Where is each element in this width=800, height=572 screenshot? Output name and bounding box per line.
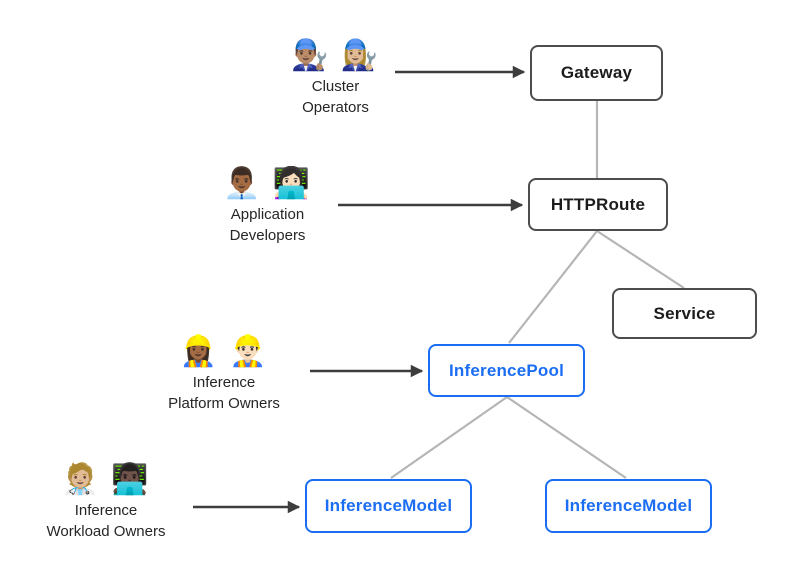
node-inferencepool: InferencePool bbox=[428, 344, 585, 397]
persona-label-line1: Inference bbox=[74, 502, 138, 519]
edge-inferencepool-inferencemodel-2 bbox=[506, 396, 627, 479]
edge-inferencepool-inferencemodel-1 bbox=[390, 396, 508, 479]
persona-inference-workload-owners: 🧑🏼‍⚕️ 👨🏿‍💻 Inference Workload Owners bbox=[22, 462, 190, 542]
node-service: Service bbox=[612, 288, 757, 339]
node-httproute-label: HTTPRoute bbox=[550, 194, 646, 214]
persona-inference-platform-owners: 👷🏾‍♀️ 👷🏻‍♂️ Inference Platform Owners bbox=[140, 334, 308, 414]
persona-label-line2: Developers bbox=[229, 226, 306, 244]
persona-label: Inference Workload Owners bbox=[22, 501, 190, 542]
persona-label-line2: Workload Owners bbox=[46, 522, 166, 540]
application-developers-emoji-icon: 👨🏾‍💼 👩🏻‍💻 bbox=[222, 167, 313, 200]
cluster-operators-emoji-icon: 👨🏽‍🔧 👩🏼‍🔧 bbox=[290, 39, 381, 72]
node-inferencemodel-1-label: InferenceModel bbox=[324, 496, 453, 515]
node-gateway: Gateway bbox=[530, 45, 663, 101]
edge-httproute-service bbox=[596, 230, 685, 289]
persona-label-line2: Operators bbox=[302, 98, 369, 116]
inference-workload-owners-emoji-icon: 🧑🏼‍⚕️ 👨🏿‍💻 bbox=[61, 463, 151, 496]
node-gateway-label: Gateway bbox=[560, 63, 633, 82]
persona-application-developers: 👨🏾‍💼 👩🏻‍💻 Application Developers bbox=[185, 166, 350, 246]
persona-label-line2: Platform Owners bbox=[168, 394, 280, 412]
persona-cluster-operators: 👨🏽‍🔧 👩🏼‍🔧 Cluster Operators bbox=[253, 38, 418, 118]
node-inferencemodel-2-label: InferenceModel bbox=[564, 496, 693, 515]
persona-label: Inference Platform Owners bbox=[140, 373, 308, 414]
persona-label-line1: Application bbox=[230, 206, 305, 223]
inference-platform-owners-emoji-icon: 👷🏾‍♀️ 👷🏻‍♂️ bbox=[179, 335, 269, 368]
node-service-label: Service bbox=[653, 303, 716, 323]
persona-label: Application Developers bbox=[185, 205, 350, 246]
persona-label: Cluster Operators bbox=[253, 77, 418, 118]
node-inferencemodel-1: InferenceModel bbox=[305, 479, 472, 533]
node-httproute: HTTPRoute bbox=[528, 178, 668, 231]
node-inferencemodel-2: InferenceModel bbox=[545, 479, 712, 533]
persona-label-line1: Inference bbox=[192, 374, 256, 391]
node-inferencepool-label: InferencePool bbox=[448, 360, 565, 380]
edge-httproute-inferencepool bbox=[508, 230, 598, 344]
persona-label-line1: Cluster bbox=[311, 78, 360, 95]
